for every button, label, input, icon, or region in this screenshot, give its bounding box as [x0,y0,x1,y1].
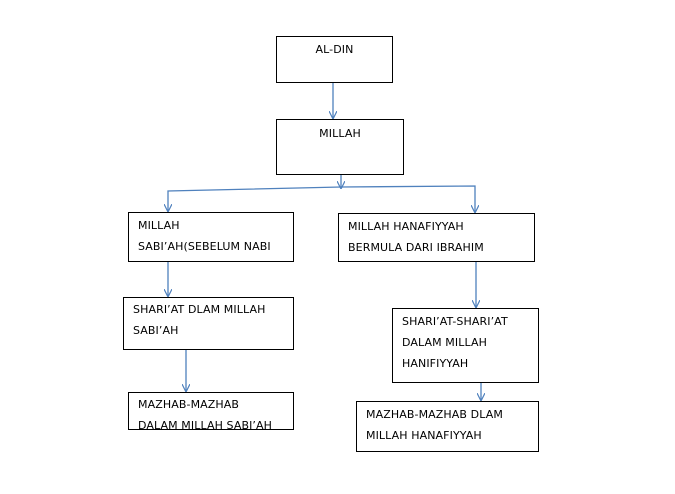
node-mazhab-sabiah-line-2: DALAM MILLAH SABI’AH [138,419,273,430]
node-shariat-hanifiyyah-line-1: SHARI’AT-SHARI’AT [402,315,508,328]
branch-line-right [340,185,475,212]
node-millah-sabiah: MILLAH SABI’AH(SEBELUM NABI [128,212,294,262]
node-shariat-sabiah-line-1: SHARI’AT DLAM MILLAH [133,303,266,316]
node-al-din-label: AL-DIN [315,43,354,56]
node-al-din: AL-DIN [276,36,393,83]
node-millah-hanafiyyah-line-1: MILLAH HANAFIYYAH [348,220,464,233]
node-mazhab-hanafiyyah: MAZHAB-MAZHAB DLAM MILLAH HANAFIYYAH [356,401,539,452]
node-millah-sabiah-line-1: MILLAH [138,219,180,232]
node-shariat-sabiah-line-2: SABI’AH [133,324,179,337]
node-millah-hanafiyyah: MILLAH HANAFIYYAH BERMULA DARI IBRAHIM [338,213,535,262]
node-millah-label: MILLAH [319,127,361,140]
node-shariat-sabiah: SHARI’AT DLAM MILLAH SABI’AH [123,297,294,350]
node-mazhab-sabiah: MAZHAB-MAZHAB DALAM MILLAH SABI’AH [128,392,294,430]
node-shariat-hanifiyyah: SHARI’AT-SHARI’AT DALAM MILLAH HANIFIYYA… [392,308,539,383]
node-millah: MILLAH [276,119,404,175]
node-shariat-hanifiyyah-line-3: HANIFIYYAH [402,357,469,370]
node-mazhab-hanafiyyah-line-1: MAZHAB-MAZHAB DLAM [366,408,503,421]
node-shariat-hanifiyyah-line-2: DALAM MILLAH [402,336,487,349]
node-mazhab-hanafiyyah-line-2: MILLAH HANAFIYYAH [366,429,482,442]
node-millah-sabiah-line-2: SABI’AH(SEBELUM NABI [138,240,271,253]
node-mazhab-sabiah-line-1: MAZHAB-MAZHAB [138,398,240,411]
node-millah-hanafiyyah-line-2: BERMULA DARI IBRAHIM [348,241,484,254]
branch-line-left [168,186,342,211]
